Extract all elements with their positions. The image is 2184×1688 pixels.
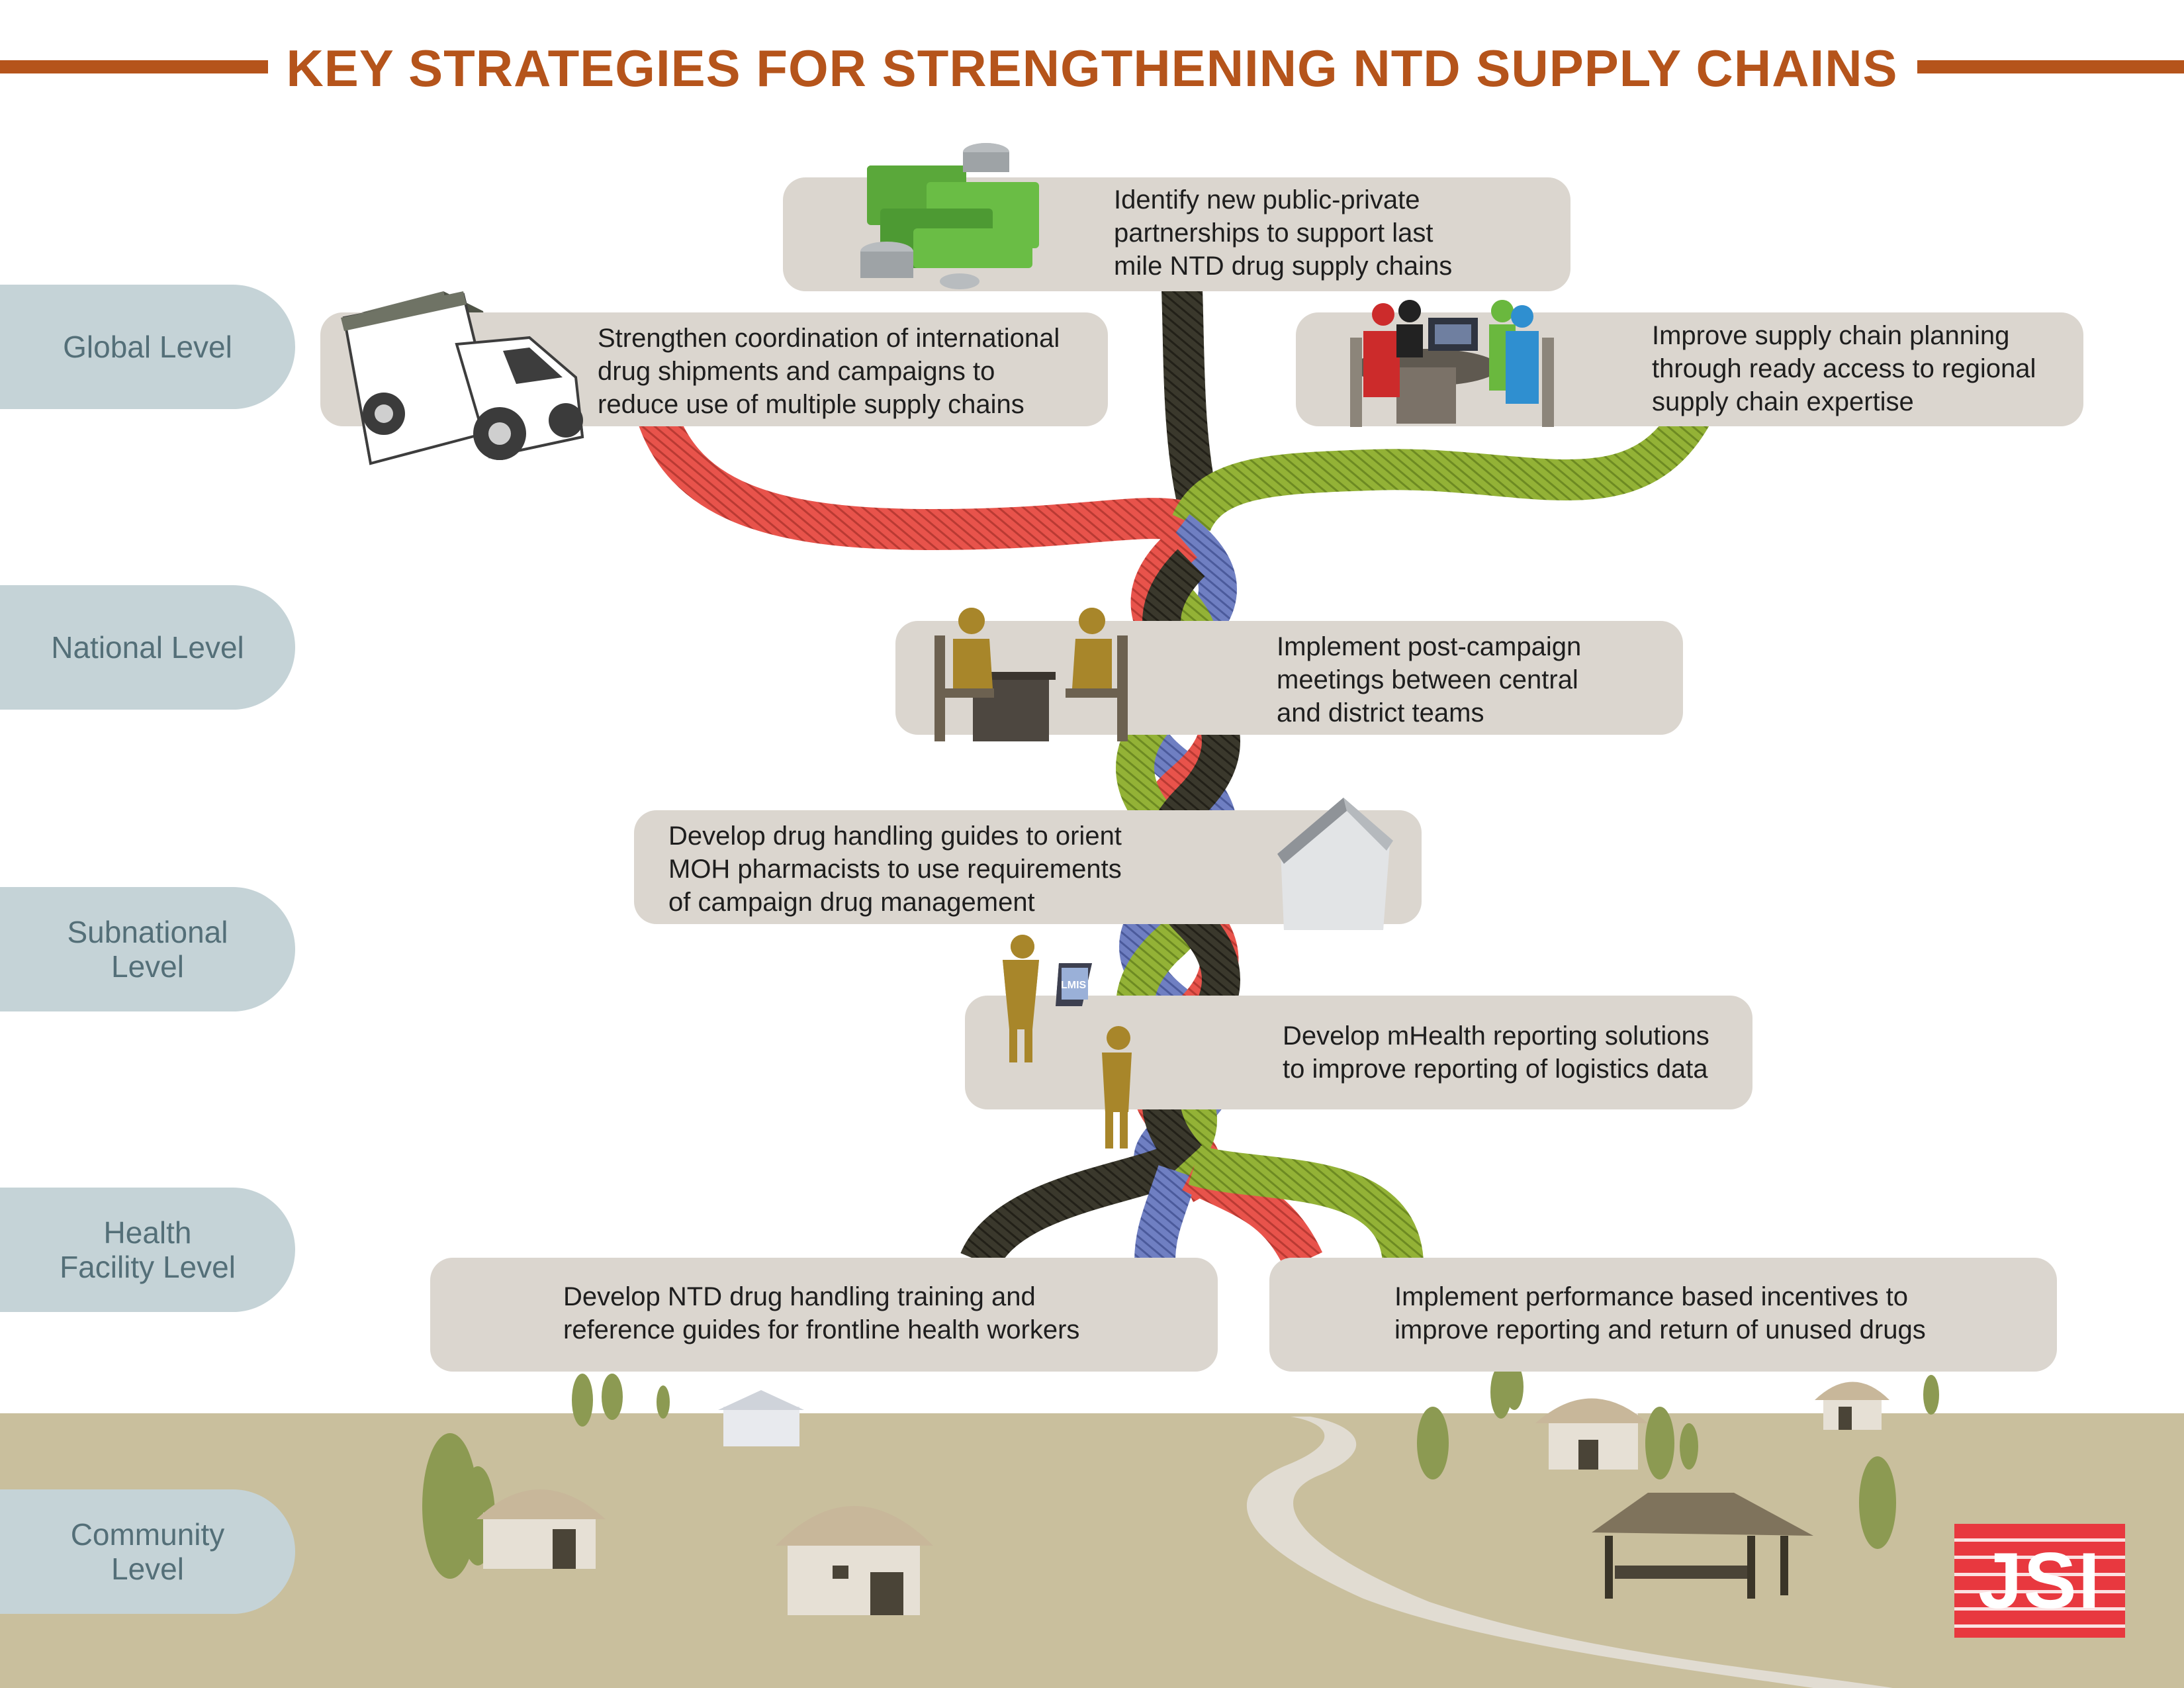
level-national-label: National Level — [51, 630, 244, 665]
level-subnational: Subnational Level — [0, 887, 295, 1011]
title-rule-right — [1917, 60, 2184, 73]
strategy-text-training: Develop NTD drug handling training and r… — [563, 1282, 1080, 1344]
strategy-text-post-campaign: Implement post-campaign meetings between… — [1277, 632, 1582, 727]
level-subnational-label-line2: Level — [111, 949, 184, 984]
strategy-box-training — [430, 1258, 1218, 1372]
level-global: Global Level — [0, 285, 295, 409]
title-rule-left — [0, 60, 268, 73]
jsi-logo — [1954, 1524, 2125, 1638]
level-health-facility-label-line2: Facility Level — [60, 1250, 236, 1284]
strategy-text-public-private: Identify new public-private partnerships… — [1114, 185, 1453, 281]
level-community-label-line1: Community — [70, 1517, 225, 1552]
strategy-text-mhealth: Develop mHealth reporting solutions to i… — [1283, 1021, 1709, 1084]
page-title: KEY STRATEGIES FOR STRENGTHENING NTD SUP… — [286, 39, 1898, 97]
level-health-facility: Health Facility Level — [0, 1188, 295, 1312]
level-global-label: Global Level — [63, 330, 232, 364]
strategy-box-mhealth — [965, 996, 1752, 1109]
level-national: National Level — [0, 585, 295, 710]
ground — [0, 1413, 2184, 1688]
level-subnational-label-line1: Subnational — [67, 915, 228, 949]
blue-strand-bottom — [1134, 1165, 1198, 1262]
strategy-text-drug-handling-guides: Develop drug handling guides to orient M… — [668, 821, 1122, 917]
strategy-text-incentives: Implement performance based incentives t… — [1394, 1282, 1926, 1344]
huts — [477, 1382, 1889, 1615]
strategy-text-international-shipments: Strengthen coordination of international… — [598, 324, 1060, 419]
level-community-label-line2: Level — [111, 1552, 184, 1586]
black-strand-bottom — [960, 1146, 1180, 1270]
green-strand-bottom — [1188, 1145, 1424, 1264]
black-strand-top — [1161, 270, 1218, 508]
red-strand-global — [631, 392, 1197, 551]
strategy-text-regional-expertise: Improve supply chain planning through re… — [1652, 321, 2036, 416]
green-strand-global — [1172, 400, 1713, 532]
strategy-box-incentives — [1269, 1258, 2057, 1372]
level-health-facility-label-line1: Health — [103, 1215, 192, 1250]
village — [422, 1364, 1939, 1579]
level-community: Community Level — [0, 1489, 295, 1614]
jsi-logo-text: JSI — [1978, 1536, 2102, 1625]
jsi-logo-wrap: JSI — [1954, 1524, 2125, 1638]
